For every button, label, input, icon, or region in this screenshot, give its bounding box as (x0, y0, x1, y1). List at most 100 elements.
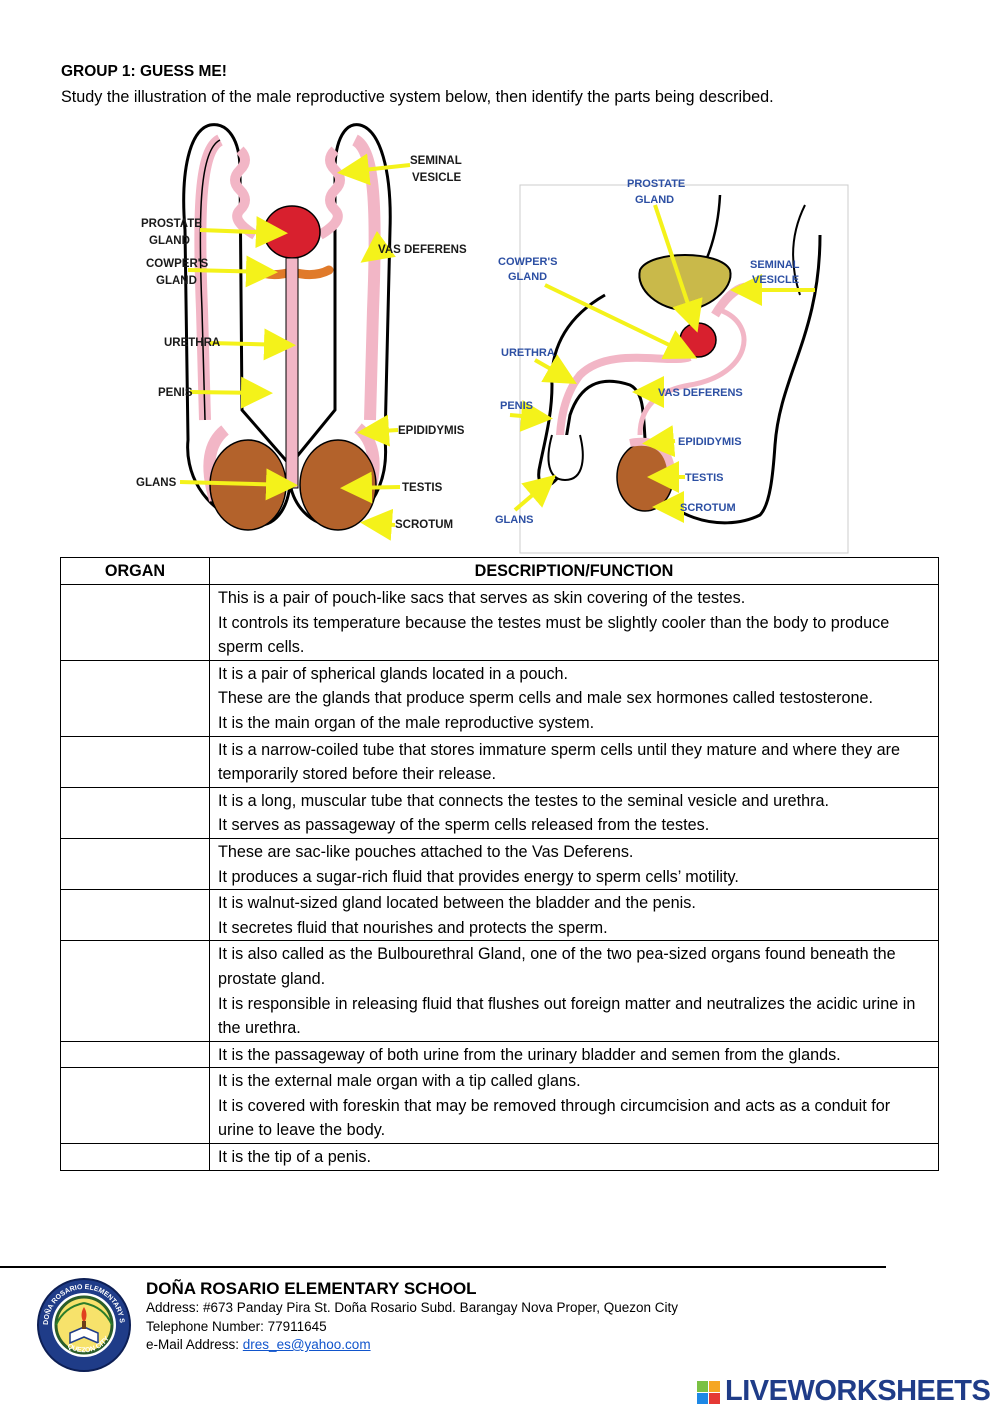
description-cell: It is the external male organ with a tip… (209, 1067, 939, 1145)
side-label-prostate-2: GLAND (635, 194, 674, 206)
side-label-glans: GLANS (495, 514, 534, 526)
email-label: e-Mail Address: (146, 1337, 243, 1352)
label-seminal-vesicle: SEMINAL (410, 155, 462, 167)
testis-right (299, 439, 377, 531)
side-label-urethra: URETHRA (501, 347, 555, 359)
description-cell: It is a long, muscular tube that connect… (209, 786, 939, 839)
description-line: These are the glands that produce sperm … (218, 689, 874, 708)
description-line: It is covered with foreskin that may be … (218, 1096, 891, 1140)
footer-divider (0, 1266, 886, 1268)
description-cell: These are sac-like pouches attached to t… (209, 837, 939, 891)
description-line: It is the main organ of the male reprodu… (218, 713, 595, 732)
description-line: It is a pair of spherical glands located… (218, 664, 569, 683)
side-arrows (509, 204, 815, 523)
column-header-description: DESCRIPTION/FUNCTION (209, 557, 939, 585)
side-label-vas-deferens: VAS DEFERENS (658, 387, 743, 399)
organ-description-table: ORGAN DESCRIPTION/FUNCTION This is a pai… (60, 557, 939, 1171)
organ-answer-cell[interactable] (60, 584, 210, 661)
table-row: This is a pair of pouch-like sacs that s… (60, 584, 939, 661)
description-cell: It is the passageway of both urine from … (209, 1040, 939, 1069)
description-line: It is walnut-sized gland located between… (218, 894, 696, 913)
description-line: It is also called as the Bulbourethral G… (218, 945, 896, 988)
label-urethra: URETHRA (164, 337, 220, 349)
description-cell: It is the tip of a penis. (209, 1143, 939, 1171)
description-line: It is responsible in releasing fluid tha… (218, 994, 916, 1038)
description-cell: It is a narrow-coiled tube that stores i… (209, 735, 939, 788)
school-telephone: Telephone Number: 77911645 (146, 1319, 327, 1334)
label-prostate: PROSTATE (141, 218, 202, 230)
description-line: It is the passageway of both urine from … (218, 1045, 841, 1064)
worksheet-heading: GROUP 1: GUESS ME! (61, 63, 227, 80)
side-label-prostate: PROSTATE (627, 178, 685, 190)
label-cowpers: COWPER'S (146, 258, 208, 270)
table-row: These are sac-like pouches attached to t… (60, 837, 939, 891)
organ-answer-cell[interactable] (60, 889, 210, 942)
email-link[interactable]: dres_es@yahoo.com (242, 1337, 371, 1352)
urethra (285, 257, 299, 489)
side-penis (547, 434, 584, 482)
description-cell: This is a pair of pouch-like sacs that s… (209, 584, 939, 661)
organ-answer-cell[interactable] (60, 1040, 210, 1069)
table-row: It is a long, muscular tube that connect… (60, 786, 939, 839)
school-email-line: e-Mail Address: dres_es@yahoo.com (146, 1336, 371, 1354)
label-scrotum: SCROTUM (395, 519, 453, 531)
table-row: It is walnut-sized gland located between… (60, 889, 939, 942)
school-seal-logo: DOÑA ROSARIO ELEMENTARY SCHOOL QUEZON CI… (36, 1277, 131, 1372)
description-line: These are sac-like pouches attached to t… (218, 842, 634, 861)
table-row: It is the passageway of both urine from … (60, 1040, 939, 1069)
seminal-vesicle-right (317, 146, 345, 240)
label-testis: TESTIS (402, 482, 443, 494)
label-cowpers-2: GLAND (156, 275, 197, 287)
organ-answer-cell[interactable] (60, 735, 210, 788)
school-address: Address: #673 Panday Pira St. Doña Rosar… (146, 1300, 679, 1315)
label-prostate-2: GLAND (149, 235, 190, 247)
organ-answer-cell[interactable] (60, 940, 210, 1042)
organ-answer-cell[interactable] (60, 786, 210, 839)
description-cell: It is a pair of spherical glands located… (209, 659, 939, 737)
liveworksheets-brand: LIVEWORKSHEETS (725, 1375, 991, 1407)
side-vas-deferens (637, 307, 747, 436)
organ-answer-cell[interactable] (60, 1143, 210, 1171)
label-vas-deferens: VAS DEFERENS (378, 244, 467, 256)
front-view-diagram: SEMINAL VESICLE PROSTATE GLAND VAS DEFER… (136, 123, 467, 541)
side-label-seminal-2: VESICLE (752, 274, 799, 286)
side-view-diagram: PROSTATE GLAND COWPER'S GLAND SEMINAL VE… (495, 178, 849, 554)
side-label-testis: TESTIS (685, 472, 724, 484)
table-row: It is also called as the Bulbourethral G… (60, 940, 939, 1042)
table-header-row: ORGAN DESCRIPTION/FUNCTION (60, 557, 939, 585)
seminal-vesicle-left (230, 146, 258, 240)
table-row: It is the external male organ with a tip… (60, 1067, 939, 1145)
table-row: It is a narrow-coiled tube that stores i… (60, 735, 939, 788)
description-cell: It is walnut-sized gland located between… (209, 889, 939, 942)
description-line: This is a pair of pouch-like sacs that s… (218, 589, 746, 607)
liveworksheets-logo-icon (697, 1381, 720, 1404)
school-name: DOÑA ROSARIO ELEMENTARY SCHOOL (146, 1279, 477, 1298)
front-arrows (179, 153, 411, 541)
description-line: It controls its temperature because the … (218, 613, 890, 657)
description-line: It secretes fluid that nourishes and pro… (218, 918, 608, 937)
description-line: It is a narrow-coiled tube that stores i… (218, 740, 900, 784)
organ-answer-cell[interactable] (60, 659, 210, 737)
bladder (638, 254, 732, 312)
side-label-cowpers-2: GLAND (508, 271, 547, 283)
label-glans: GLANS (136, 477, 177, 489)
column-header-organ: ORGAN (60, 557, 210, 585)
side-label-scrotum: SCROTUM (680, 502, 736, 514)
side-label-penis: PENIS (500, 400, 533, 412)
organ-answer-cell[interactable] (60, 1067, 210, 1145)
description-line: It serves as passageway of the sperm cel… (218, 816, 710, 835)
side-label-epididymis: EPIDIDYMIS (678, 436, 742, 448)
description-line: It produces a sugar-rich fluid that prov… (218, 867, 739, 886)
table-row: It is the tip of a penis. (60, 1143, 939, 1171)
table-row: It is a pair of spherical glands located… (60, 659, 939, 737)
description-line: It is the tip of a penis. (218, 1148, 371, 1167)
side-label-cowpers: COWPER'S (498, 256, 557, 268)
label-epididymis: EPIDIDYMIS (398, 425, 465, 437)
description-line: It is the external male organ with a tip… (218, 1072, 581, 1091)
vas-deferens-right (351, 134, 381, 421)
organ-answer-cell[interactable] (60, 837, 210, 891)
instructions: Study the illustration of the male repro… (61, 88, 774, 106)
side-label-seminal: SEMINAL (750, 259, 800, 271)
label-penis: PENIS (158, 387, 193, 399)
description-cell: It is also called as the Bulbourethral G… (209, 940, 939, 1042)
